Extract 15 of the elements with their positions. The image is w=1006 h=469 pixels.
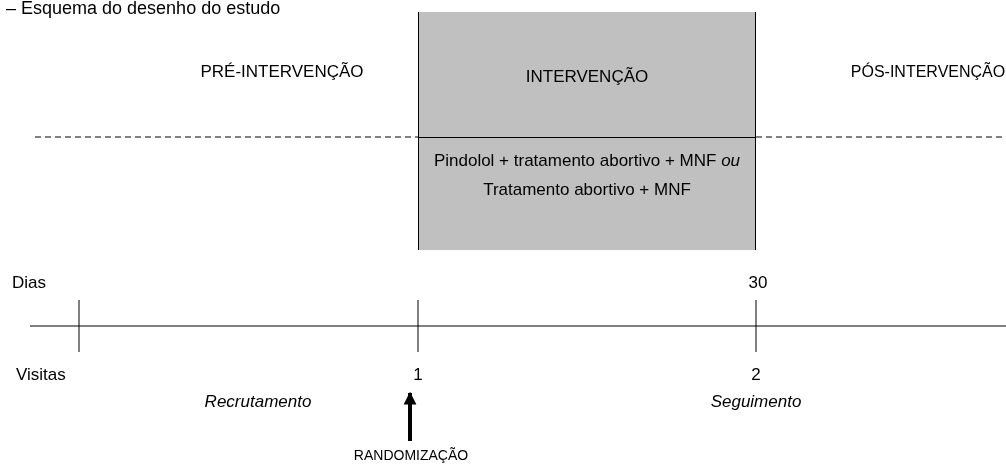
tick-label: 30 xyxy=(748,273,768,293)
tick-label: 1 xyxy=(412,365,424,385)
intervention-box xyxy=(418,12,756,250)
period-label: Recrutamento xyxy=(204,392,312,412)
period-label: Seguimento xyxy=(710,392,802,412)
title: – Esquema do desenho do estudo xyxy=(6,0,281,18)
tick-label: 2 xyxy=(751,365,761,385)
phase-heading: INTERVENÇÃO xyxy=(524,66,650,88)
axis-title: Dias xyxy=(12,273,46,293)
phase-heading: PÓS-INTERVENÇÃO xyxy=(850,62,1006,82)
randomization-label: RANDOMIZAÇÃO xyxy=(352,446,470,465)
intervention-description: Pindolol + tratamento abortivo + MNF ou Tratamento abortivo + MNF xyxy=(432,150,742,201)
phase-heading: PRÉ-INTERVENÇÃO xyxy=(200,62,364,82)
arrow xyxy=(403,391,417,441)
axis-title: Visitas xyxy=(16,365,66,385)
